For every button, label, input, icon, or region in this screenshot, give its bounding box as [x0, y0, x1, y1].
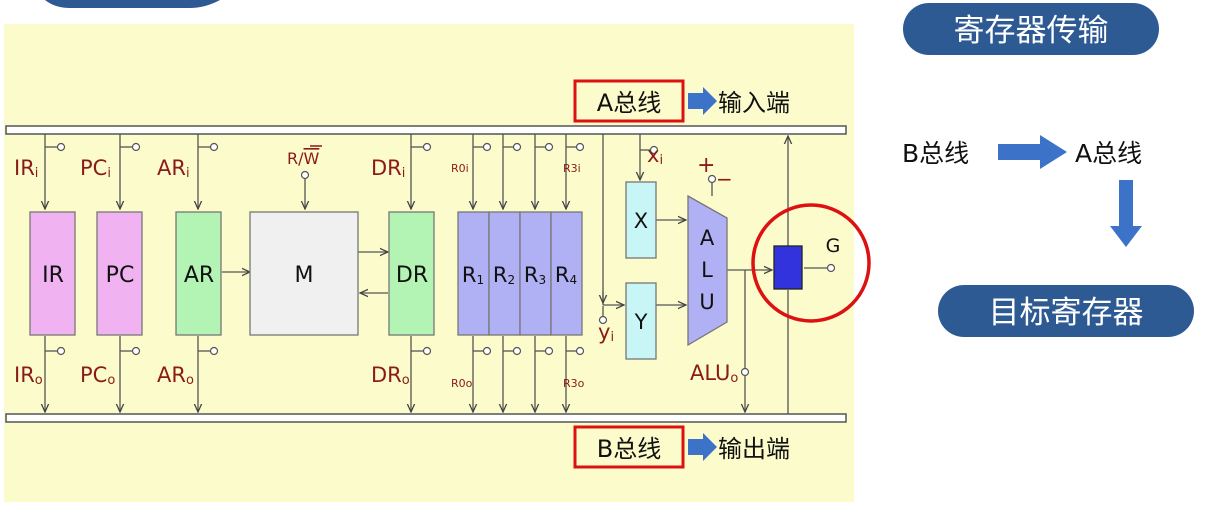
b-bus-label-box: [573, 425, 685, 469]
signal-dr-out: DRo: [371, 363, 410, 388]
r4-register-label: R4: [555, 263, 577, 287]
pc-register: [96, 211, 143, 336]
r4-register: [550, 211, 583, 336]
r1-register-label: R1: [462, 263, 484, 287]
top-pill-fragment: [45, 0, 220, 8]
flow-down-arrow-icon: [1110, 180, 1142, 247]
signal-ar-in: ARi: [157, 156, 190, 181]
alu-label-u: U: [699, 290, 714, 314]
ir-register: [29, 211, 76, 336]
signal-r0-in: R0i: [451, 162, 469, 175]
memory-m-label: M: [295, 263, 314, 288]
signal-plus: +: [697, 153, 715, 178]
signal-r3-in: R3i: [563, 162, 581, 175]
pc-register-label: PC: [106, 263, 135, 288]
alu-unit: [687, 194, 728, 347]
signal-ir-out: IRo: [14, 363, 43, 388]
g-gate: [773, 245, 803, 290]
ir-register-label: IR: [42, 263, 64, 288]
signal-ar-out: ARo: [157, 363, 194, 388]
flow-from-label: B总线: [902, 139, 969, 168]
signal-read-write: R/W: [287, 149, 320, 168]
title-pill-text: 寄存器传输: [954, 13, 1109, 49]
alu-label-a: A: [700, 226, 715, 250]
control-points: [56, 142, 836, 377]
signal-pc-in: PCi: [80, 156, 111, 181]
a-bus-arrow-icon: [688, 87, 717, 115]
x-register: [625, 181, 657, 259]
g-gate-highlight-circle: [751, 203, 871, 323]
r3-register-label: R3: [524, 263, 546, 287]
g-gate-label: G: [826, 235, 841, 257]
signal-minus: −: [716, 167, 733, 191]
x-register-label: X: [634, 209, 648, 233]
b-bus-arrow-icon: [688, 433, 717, 461]
a-bus-label-box: [573, 79, 685, 123]
r3-register: [519, 211, 552, 336]
dr-register-label: DR: [396, 263, 428, 288]
title-pill: [903, 3, 1159, 55]
r2-register-label: R2: [493, 263, 515, 287]
memory-m: [249, 211, 359, 336]
signal-pc-out: PCo: [80, 363, 115, 388]
a-bus-line: [5, 125, 847, 135]
y-register: [625, 282, 657, 360]
a-bus-label: A总线: [597, 89, 661, 117]
y-register-label: Y: [634, 310, 648, 334]
b-bus-note: 输出端: [718, 435, 790, 463]
signal-y-in: yi: [598, 320, 614, 345]
signal-r0-out: R0o: [451, 377, 473, 390]
signal-alu-out: ALUo: [690, 361, 738, 386]
signal-dr-in: DRi: [371, 156, 405, 181]
signal-r3-out: R3o: [563, 377, 585, 390]
target-pill: [938, 285, 1194, 337]
a-bus-note: 输入端: [718, 89, 790, 117]
b-bus-line: [5, 413, 847, 423]
ar-register: [175, 211, 222, 336]
flow-right-arrow-icon: [998, 135, 1067, 169]
signal-ir-in: IRi: [14, 156, 38, 181]
b-bus-label: B总线: [597, 435, 661, 463]
ar-register-label: AR: [184, 263, 214, 288]
flow-to-label: A总线: [1075, 139, 1142, 168]
dr-register: [388, 211, 435, 336]
r1-register: [457, 211, 490, 336]
target-pill-text: 目标寄存器: [989, 295, 1144, 331]
signal-x-in: xi: [647, 143, 663, 168]
alu-label-l: L: [701, 258, 713, 282]
